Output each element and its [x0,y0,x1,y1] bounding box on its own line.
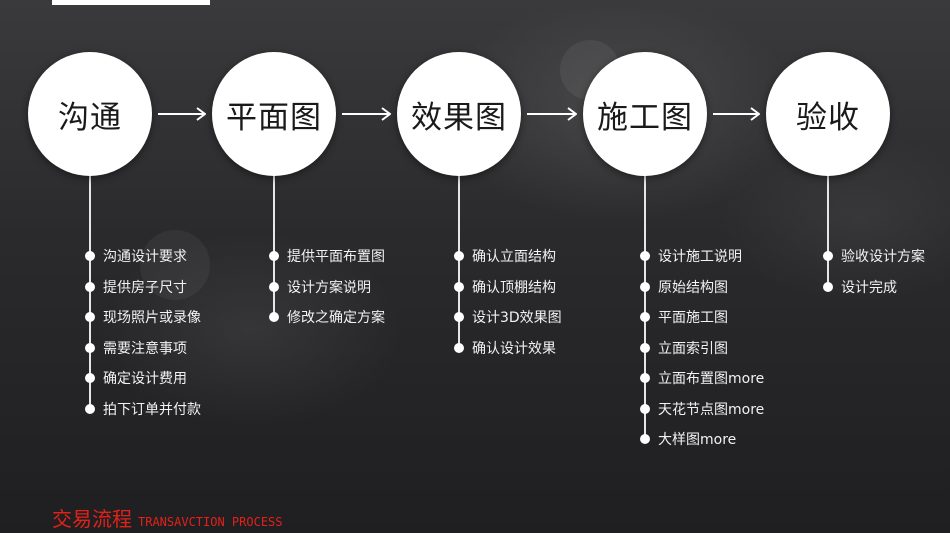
step-item: 需要注意事项 [90,337,187,359]
step-item-label: 确认立面结构 [472,246,556,266]
bullet-dot [85,251,95,261]
step-item: 修改之确定方案 [274,306,385,328]
bullet-dot [640,251,650,261]
step-item-label: 设计方案说明 [287,277,371,297]
step-item-label: 确认顶棚结构 [472,277,556,297]
step-item-label: 大样图more [658,429,736,449]
step-item: 现场照片或录像 [90,306,201,328]
step-item: 天花节点图more [645,398,764,420]
step-item: 设计方案说明 [274,276,371,298]
bullet-dot [269,312,279,322]
step-item: 确定设计费用 [90,367,187,389]
bullet-dot [85,282,95,292]
step-circle: 沟通 [28,52,152,176]
step-item: 提供平面布置图 [274,245,385,267]
step-item: 提供房子尺寸 [90,276,187,298]
bullet-dot [85,343,95,353]
step-connector-line [827,172,829,287]
step-item-label: 验收设计方案 [841,246,925,266]
bullet-dot [640,434,650,444]
step-item-label: 现场照片或录像 [103,307,201,327]
step-item-label: 原始结构图 [658,277,728,297]
step-title: 平面图 [226,92,322,137]
bullet-dot [454,312,464,322]
arrow-right-icon [527,107,577,121]
footer-title: 交易流程 TRANSAVCTION PROCESS [52,503,283,532]
step-title: 施工图 [597,92,693,137]
step-item: 原始结构图 [645,276,728,298]
step-title: 沟通 [58,92,122,137]
step-circle: 验收 [766,52,890,176]
step-item-label: 天花节点图more [658,399,764,419]
bullet-dot [269,251,279,261]
bullet-dot [85,373,95,383]
bullet-dot [454,282,464,292]
step-item-label: 平面施工图 [658,307,728,327]
step-item: 确认立面结构 [459,245,556,267]
step-item-label: 拍下订单并付款 [103,399,201,419]
bullet-dot [85,404,95,414]
step-circle: 施工图 [583,52,707,176]
step-item-label: 立面索引图 [658,338,728,358]
step-item-label: 提供平面布置图 [287,246,385,266]
bullet-dot [640,343,650,353]
step-item: 立面布置图more [645,367,764,389]
bullet-dot [85,312,95,322]
step-item-label: 确定设计费用 [103,368,187,388]
bullet-dot [640,282,650,292]
step-item-label: 立面布置图more [658,368,764,388]
bullet-dot [269,282,279,292]
arrow-right-icon [158,107,206,121]
step-item-label: 修改之确定方案 [287,307,385,327]
step-item: 确认顶棚结构 [459,276,556,298]
bullet-dot [640,373,650,383]
step-item-label: 设计完成 [841,277,897,297]
step-item: 设计3D效果图 [459,306,562,328]
step-circle: 效果图 [397,52,521,176]
step-item: 沟通设计要求 [90,245,187,267]
bullet-dot [640,404,650,414]
bullet-dot [823,282,833,292]
step-circle: 平面图 [212,52,336,176]
step-item: 设计完成 [828,276,897,298]
step-item: 平面施工图 [645,306,728,328]
step-item-label: 设计3D效果图 [472,307,562,327]
bullet-dot [823,251,833,261]
step-item: 设计施工说明 [645,245,742,267]
bullet-dot [454,251,464,261]
step-item: 立面索引图 [645,337,728,359]
step-item-label: 需要注意事项 [103,338,187,358]
step-title: 验收 [796,92,860,137]
step-item: 拍下订单并付款 [90,398,201,420]
step-item-label: 提供房子尺寸 [103,277,187,297]
step-item-label: 沟通设计要求 [103,246,187,266]
bullet-dot [454,343,464,353]
bullet-dot [640,312,650,322]
arrow-right-icon [342,107,391,121]
step-item-label: 设计施工说明 [658,246,742,266]
step-item: 确认设计效果 [459,337,556,359]
step-title: 效果图 [411,92,507,137]
top-accent-bar [52,0,210,5]
footer-title-cn: 交易流程 [52,503,132,532]
step-item-label: 确认设计效果 [472,338,556,358]
arrow-right-icon [713,107,760,121]
step-item: 验收设计方案 [828,245,925,267]
step-item: 大样图more [645,428,736,450]
footer-title-en: TRANSAVCTION PROCESS [138,515,283,529]
